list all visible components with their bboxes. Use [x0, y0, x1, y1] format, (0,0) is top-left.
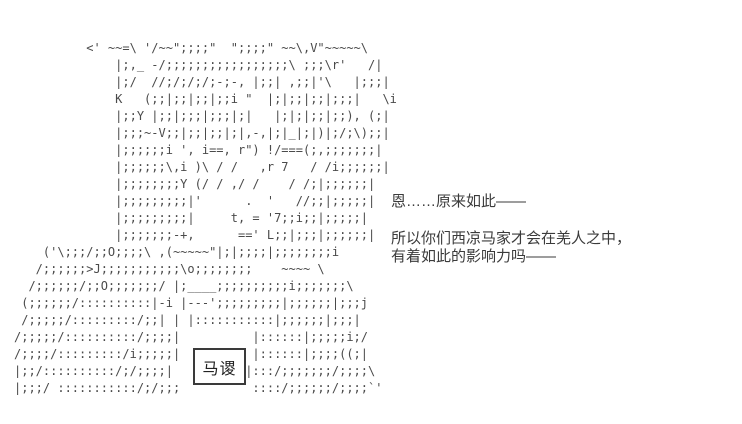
dialogue-line-1: 恩……原来如此——: [391, 193, 527, 210]
dialogue-spacer: [391, 211, 721, 230]
dialogue-line-3: 有着如此的影响力吗——: [391, 248, 557, 265]
dialogue-text: 恩……原来如此—— 所以你们西凉马家才会在羌人之中， 有着如此的影响力吗——: [391, 193, 721, 266]
ascii-art-character: <' ~~=\ '/~~";;;;" ";;;;" ~~\,V"~~~~~\ |…: [14, 41, 397, 395]
dialogue-line-2: 所以你们西凉马家才会在羌人之中，: [391, 230, 632, 247]
name-box: 马谡: [193, 348, 246, 385]
name-box-label: 马谡: [202, 360, 237, 378]
